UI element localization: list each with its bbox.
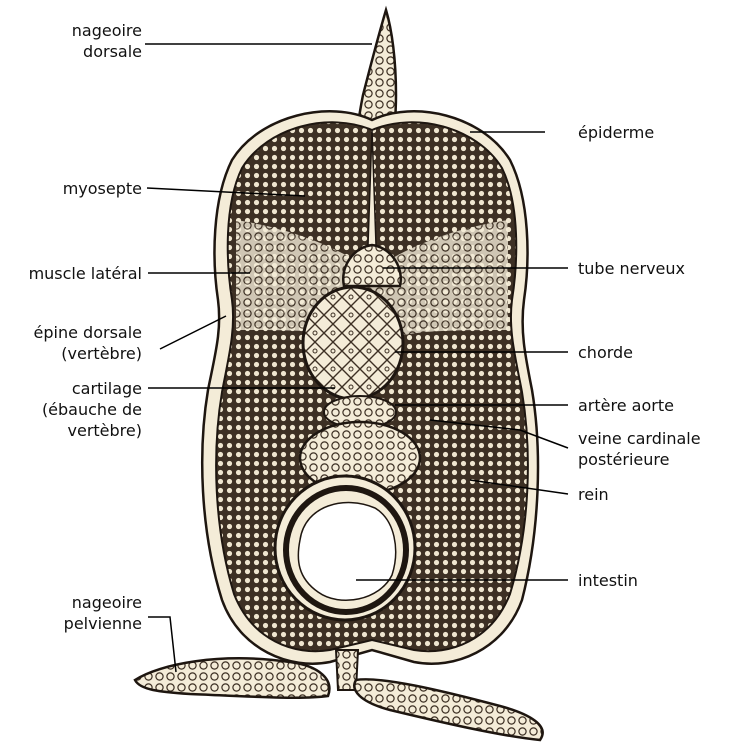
notochord	[303, 287, 403, 399]
label-myosepte: myosepte	[63, 178, 142, 199]
label-epiderme: épiderme	[578, 122, 654, 143]
label-rein: rein	[578, 484, 609, 505]
label-nageoire-pelvienne: nageoire pelvienne	[64, 592, 142, 634]
leader-nageoire-pelvienne	[148, 617, 176, 672]
label-artere-aorte: artère aorte	[578, 395, 674, 416]
label-epine-dorsale: épine dorsale (vertèbre)	[34, 322, 142, 364]
label-muscle-lateral: muscle latéral	[29, 263, 142, 284]
pelvic-fin-right	[354, 679, 542, 740]
label-tube-nerveux: tube nerveux	[578, 258, 685, 279]
intestine-lumen	[298, 503, 395, 601]
label-nageoire-dorsale: nageoire dorsale	[72, 20, 142, 62]
label-intestin: intestin	[578, 570, 638, 591]
label-chorde: chorde	[578, 342, 633, 363]
label-cartilage: cartilage (ébauche de vertèbre)	[42, 378, 142, 441]
pelvic-fin-left	[135, 658, 329, 697]
label-veine-cardinale: veine cardinale postérieure	[578, 428, 701, 470]
